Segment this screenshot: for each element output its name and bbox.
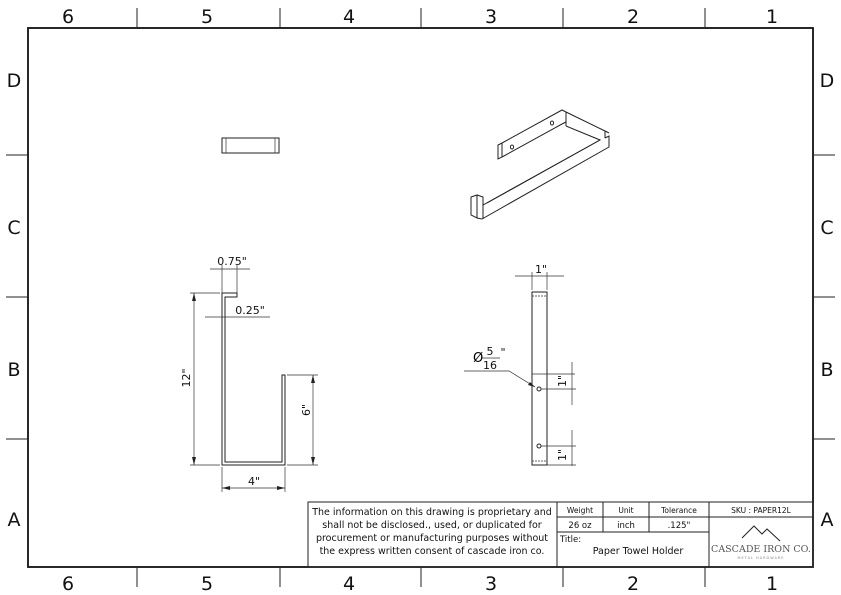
sheet-border (27, 27, 814, 568)
zone-row-label: C (7, 217, 20, 239)
top-view (221, 137, 280, 154)
zone-col-label: 3 (485, 573, 497, 595)
dim-hook-width: 0.75" (217, 255, 247, 268)
zone-col-label: 5 (201, 573, 213, 595)
unit-label: Unit (618, 506, 633, 515)
drawing-title: Paper Towel Holder (593, 546, 684, 557)
mountain-icon (741, 525, 781, 542)
zone-col-label: 5 (201, 6, 213, 28)
weight-label: Weight (567, 506, 593, 515)
zone-col-label: 6 (62, 573, 74, 595)
unit-value: inch (617, 521, 635, 531)
zone-col-label: 6 (62, 6, 74, 28)
tolerance-label: Tolerance (660, 506, 697, 515)
dim-hole-offset-top: 1" (556, 375, 569, 387)
dim-arm-height: 6" (300, 404, 313, 416)
notice-line: procurement or manufacturing purposes wi… (316, 533, 548, 544)
weight-value: 26 oz (568, 521, 592, 531)
zone-labels-top: 6 5 4 3 2 1 (62, 6, 778, 28)
dim-depth: 4" (248, 475, 260, 488)
zone-col-label: 1 (766, 573, 778, 595)
zone-labels-left: D C B A (7, 70, 22, 531)
side-view: 0.75" 0.25" 12" 6" 4" (180, 255, 318, 492)
zone-col-label: 4 (343, 6, 355, 28)
zone-ticks (6, 8, 835, 587)
title-block: The information on this drawing is propr… (307, 501, 814, 568)
zone-labels-right: D C B A (820, 70, 835, 531)
dim-bar-width: 1" (535, 263, 547, 276)
sku: SKU : PAPER12L (731, 506, 791, 515)
zone-col-label: 2 (627, 6, 639, 28)
zone-row-label: B (7, 359, 20, 381)
zone-col-label: 1 (766, 6, 778, 28)
title-label: Title: (559, 535, 581, 545)
isometric-view (470, 109, 610, 220)
zone-row-label: D (820, 70, 835, 92)
hole-diameter-numerator: 5 (487, 345, 494, 358)
logo-name: CASCADE IRON CO. (711, 544, 811, 555)
logo-tagline: METAL HARDWARE (737, 556, 784, 560)
hole-diameter-symbol: Ø (473, 351, 483, 366)
zone-col-label: 4 (343, 573, 355, 595)
zone-row-label: B (820, 359, 833, 381)
zone-row-label: A (821, 509, 834, 531)
notice-line: the express written consent of cascade i… (320, 546, 545, 557)
zone-row-label: A (8, 509, 21, 531)
zone-col-label: 3 (485, 6, 497, 28)
zone-row-label: D (7, 70, 22, 92)
notice-line: shall not be disclosed., used, or duplic… (322, 520, 542, 531)
front-view: 1" Ø 5 16 " 1" 1" (464, 263, 576, 466)
zone-labels-bottom: 6 5 4 3 2 1 (62, 573, 778, 595)
zone-col-label: 2 (627, 573, 639, 595)
dim-hole-offset-bottom: 1" (556, 449, 569, 461)
notice-line: The information on this drawing is propr… (311, 507, 552, 518)
hole-diameter-unit: " (500, 346, 505, 359)
dim-height: 12" (180, 368, 193, 387)
company-logo: CASCADE IRON CO. METAL HARDWARE (711, 525, 811, 560)
tolerance-value: .125" (668, 521, 691, 531)
dim-thickness: 0.25" (235, 304, 265, 317)
zone-row-label: C (820, 217, 833, 239)
hole-diameter-denominator: 16 (483, 359, 497, 372)
